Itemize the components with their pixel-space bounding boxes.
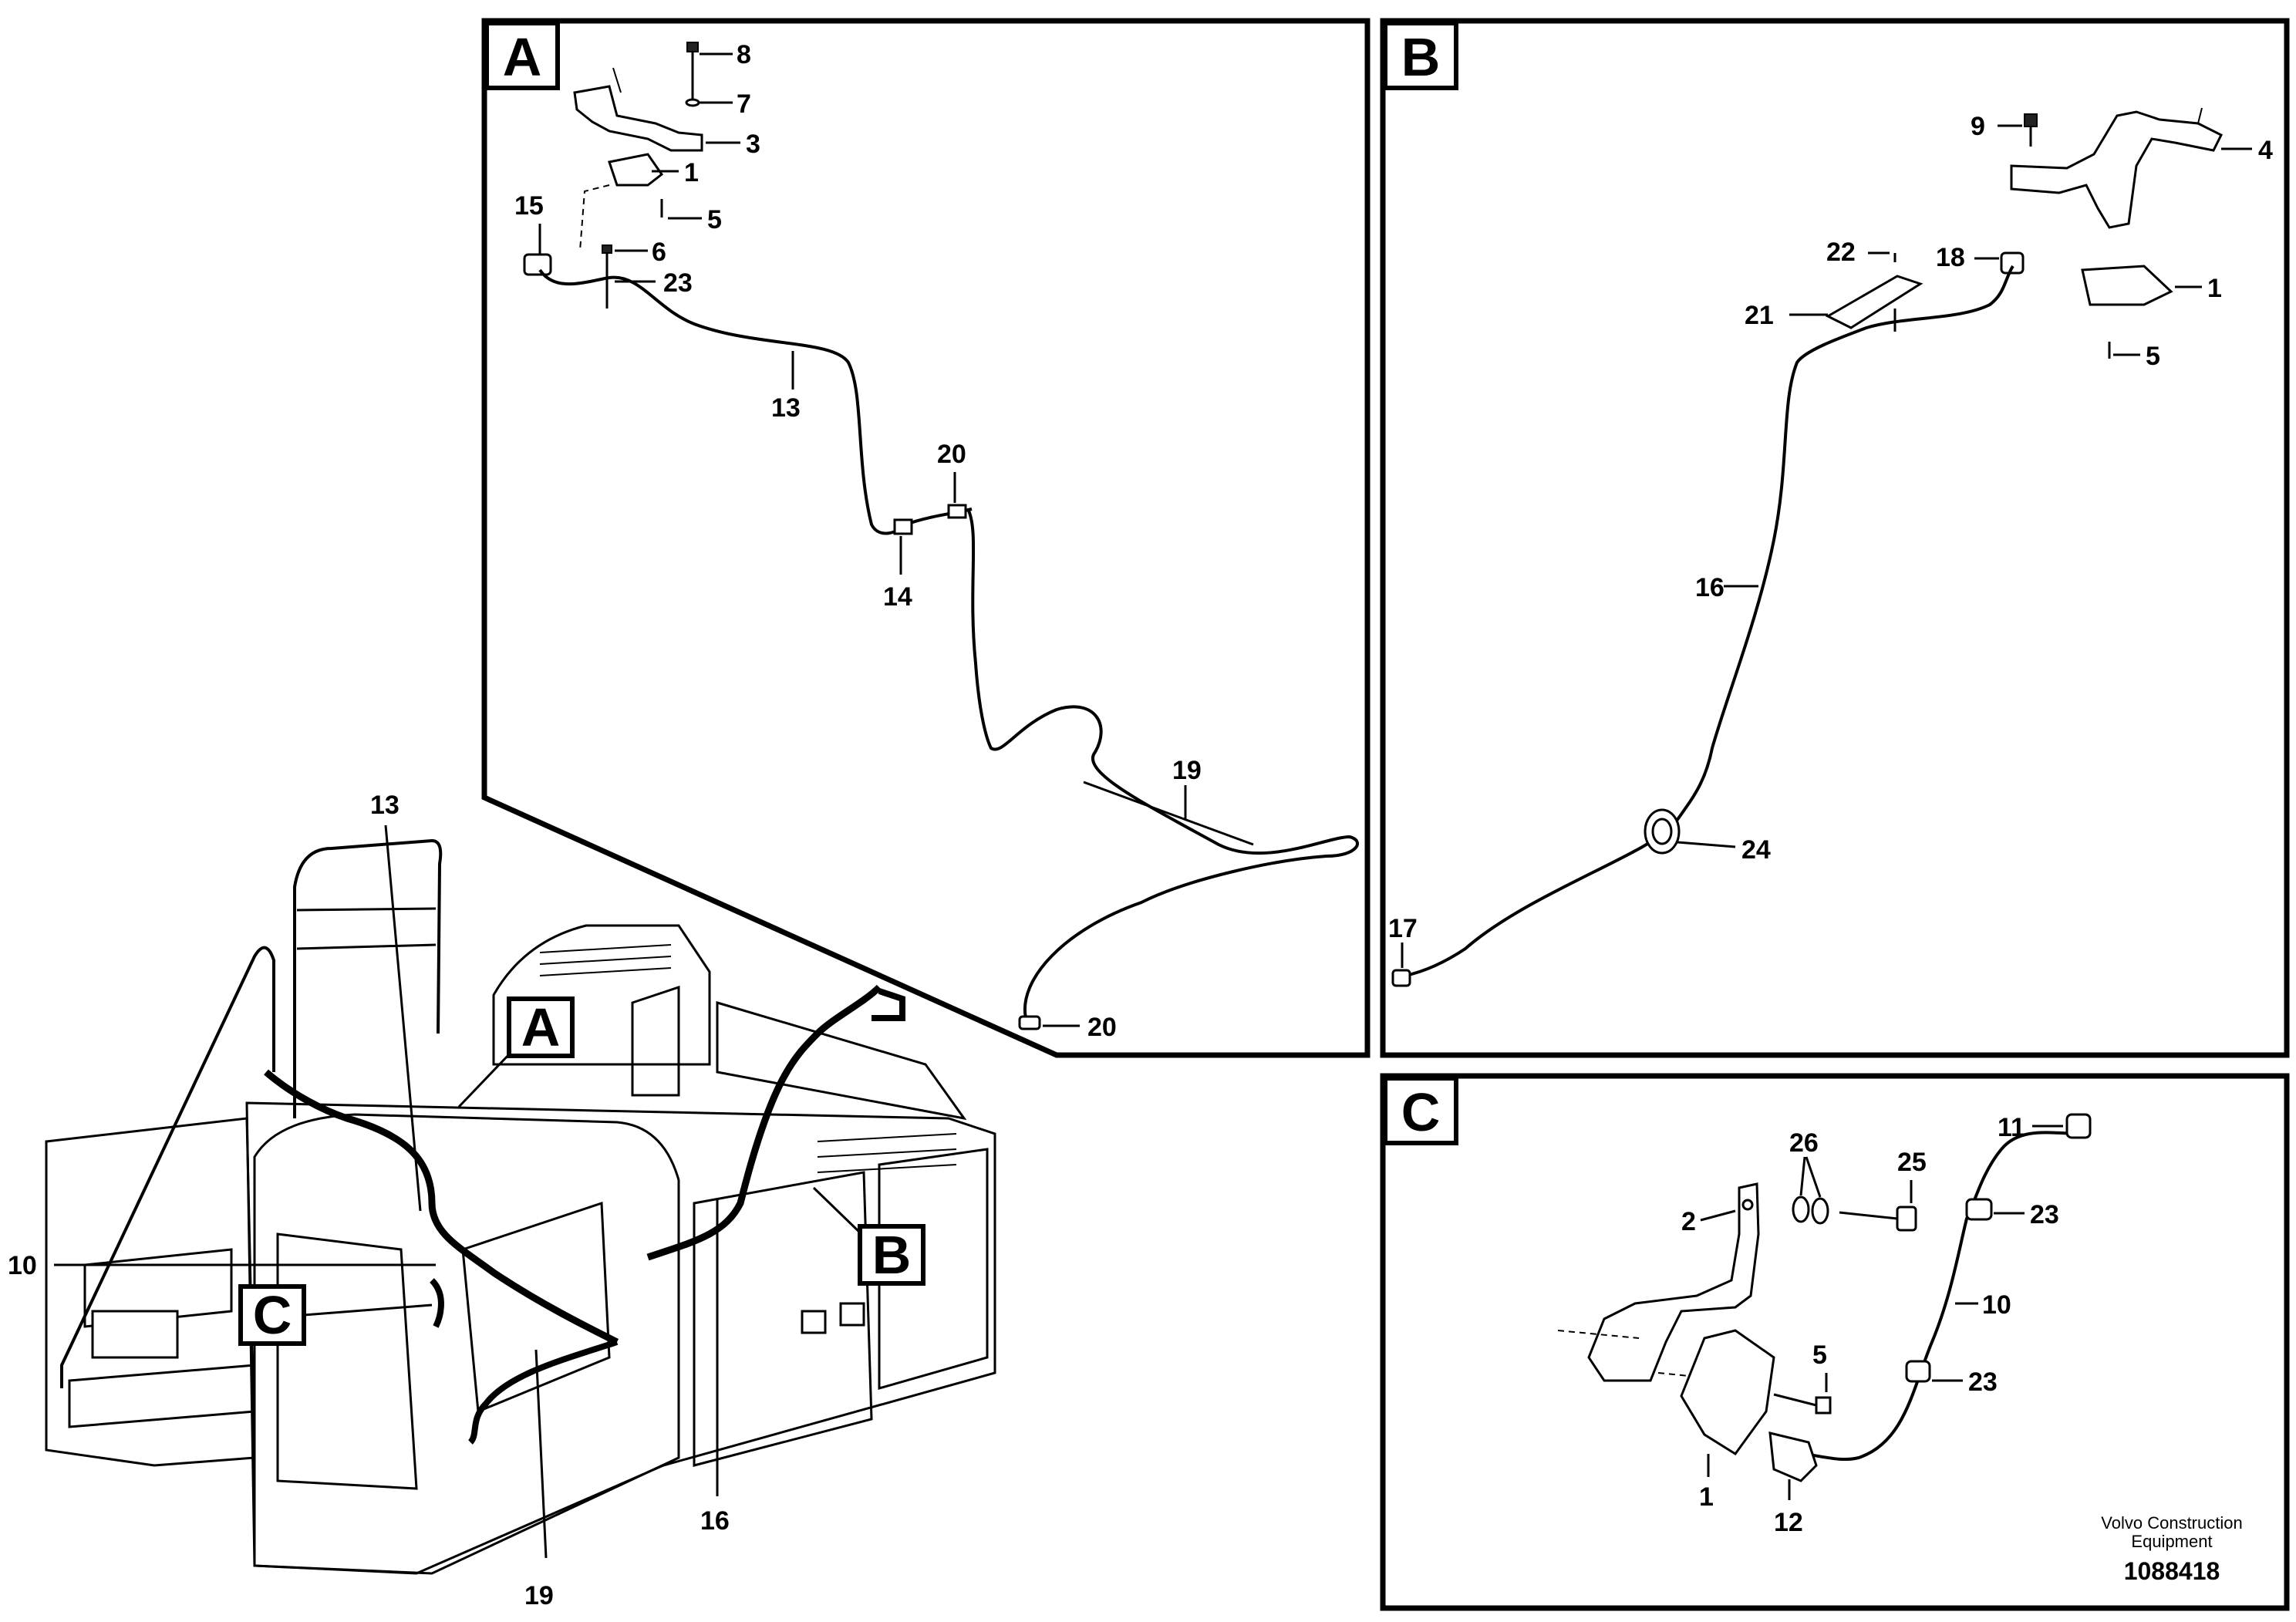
washer-26b [1811,1197,1829,1225]
company-name-line1: Volvo Construction [2101,1513,2242,1533]
label-a-13: 13 [771,393,801,423]
cable-16 [1404,265,2014,977]
panel-c-title-box [1383,1076,1458,1145]
vent-grille [539,944,957,1173]
upper-structure [245,1101,996,1575]
label-b-16: 16 [1695,573,1725,602]
engine-hood [492,924,711,1066]
bolt-25 [1896,1206,1917,1232]
label-a-19: 19 [1172,756,1202,785]
label-b-9: 9 [1971,112,1985,141]
handrail-left [60,946,275,1388]
machine-label-10: 10 [8,1251,37,1280]
clip-21 [1825,275,1923,329]
company-name-line2: Equipment [2131,1532,2212,1551]
callout-a-label: A [521,997,561,1057]
cable-19 [966,508,1359,1019]
side-box [45,1117,256,1467]
panel-a: A [481,18,1371,1058]
cable-10 [1804,1131,2083,1462]
sensor-11 [2065,1113,2092,1139]
tool-box [91,1310,179,1359]
label-c-23-bottom: 23 [1968,1367,1998,1397]
label-a-8: 8 [737,40,751,69]
connector-17 [1391,969,1411,987]
label-b-18: 18 [1936,243,1965,272]
cab-door [276,1233,418,1490]
callout-b-box [858,1224,925,1286]
panel-c-title: C [1401,1082,1441,1142]
connector-14 [893,518,913,535]
label-b-24: 24 [1741,835,1771,865]
connector-20-bottom [1018,1015,1041,1030]
operator-cab [253,1113,680,1575]
machine-label-13: 13 [370,791,400,820]
cab-window [461,1201,611,1414]
label-b-21: 21 [1745,301,1774,330]
panel-b: B 9 4 22 18 1 [1380,18,2290,1058]
label-c-12: 12 [1774,1508,1803,1537]
sensor-15 [523,253,552,276]
holder-1 [608,153,664,187]
holder-1-b [2081,265,2173,306]
harness-13-19 [264,1069,619,1346]
cable-13 [538,268,973,535]
drawing-number: 1088418 [2124,1557,2220,1585]
label-c-23-top: 23 [2030,1200,2059,1229]
handrail-top [293,838,443,1118]
label-c-1: 1 [1699,1482,1714,1512]
label-a-23: 23 [663,268,693,298]
label-a-5: 5 [707,205,722,234]
washer-26a [1792,1195,1810,1223]
panel-b-frame [1380,18,2290,1058]
panel-c: C 11 [1380,1073,2290,1611]
label-a-20-top: 20 [937,440,966,469]
side-panel [693,1171,873,1467]
panel-c-frame [1380,1073,2290,1611]
panel-b-title-box [1383,21,1458,90]
callout-c-label: C [253,1285,292,1345]
label-c-26: 26 [1789,1128,1819,1158]
clip-23-bottom [1905,1360,1931,1383]
excavator-cab-illustration: A B C 13 10 16 19 [8,791,996,1610]
label-b-5: 5 [2146,342,2160,371]
panel-b-title: B [1401,27,1441,87]
label-a-20-bottom: 20 [1087,1013,1117,1042]
clip-23-top [1965,1198,1993,1221]
label-a-1: 1 [684,158,699,187]
label-a-6: 6 [652,238,666,267]
label-a-3: 3 [746,130,760,159]
connector-20-top [947,504,967,519]
label-c-2: 2 [1681,1207,1696,1236]
sensor-12 [1768,1431,1818,1482]
label-c-5: 5 [1812,1340,1827,1370]
panel-a-frame [481,18,1371,1058]
sensor-18 [2000,251,2025,275]
machine-label-16: 16 [700,1506,730,1536]
harness-16 [646,984,882,1261]
label-a-7: 7 [737,89,751,119]
label-b-1: 1 [2207,274,2222,303]
label-c-11: 11 [1998,1113,2025,1142]
callout-a-box [507,996,575,1058]
machine-label-19: 19 [524,1581,554,1610]
label-c-25: 25 [1897,1148,1927,1177]
label-b-17: 17 [1388,914,1418,943]
panel-a-title: A [503,27,542,87]
panel-a-title-box [484,21,560,90]
label-b-4: 4 [2258,136,2273,165]
label-a-15: 15 [514,191,544,221]
label-b-22: 22 [1826,238,1856,267]
holder-1-c [1680,1329,1775,1456]
bracket-3 [573,85,703,152]
label-a-14: 14 [883,582,912,612]
bracket-4 [2010,110,2224,229]
bracket-2 [1587,1182,1760,1382]
label-c-10: 10 [1982,1290,2011,1320]
callout-b-label: B [872,1225,912,1285]
